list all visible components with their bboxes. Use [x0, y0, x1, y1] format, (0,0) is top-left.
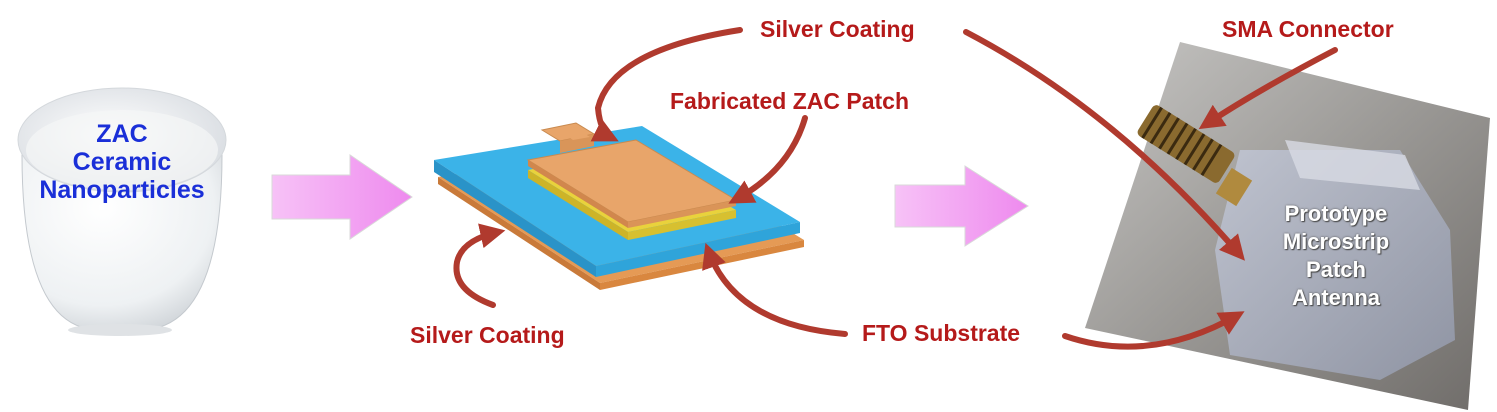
silver-coating-top-arrow: [590, 27, 743, 142]
prototype-line-4: Antenna: [1292, 285, 1380, 310]
fto-substrate-arrow: [702, 242, 848, 337]
nanoparticles-label: ZAC Ceramic Nanoparticles: [22, 120, 222, 204]
nanoparticles-line-1: ZAC: [96, 120, 148, 148]
nanoparticles-line-2: Ceramic: [72, 148, 172, 176]
silver-coating-to-antenna-arrow: [963, 29, 1245, 261]
silver-coating-top-label: Silver Coating: [760, 16, 915, 42]
prototype-line-3: Patch: [1306, 257, 1366, 282]
nanoparticles-line-3: Nanoparticles: [39, 176, 205, 204]
sma-connector-icon: [1137, 105, 1253, 207]
sma-connector-arrow: [1198, 47, 1338, 130]
fabricated-patch-label: Fabricated ZAC Patch: [670, 88, 909, 114]
fabricated-patch-arrow: [728, 115, 808, 204]
sma-connector-label: SMA Connector: [1222, 16, 1394, 42]
silver-coating-bottom-label: Silver Coating: [410, 322, 565, 348]
layered-patch-illustration: [434, 122, 804, 290]
process-arrow-2: [894, 165, 1029, 247]
process-arrow-1: [271, 154, 413, 240]
fto-to-antenna-arrow: [1062, 311, 1245, 350]
prototype-line-1: Prototype: [1284, 201, 1388, 226]
silver-coating-bottom-arrow: [453, 223, 506, 308]
fto-substrate-label: FTO Substrate: [862, 320, 1021, 346]
annotation-arrows: [453, 27, 1338, 350]
prototype-line-2: Microstrip: [1282, 229, 1390, 254]
prototype-antenna-label: Prototype Microstrip Patch Antenna: [1256, 200, 1416, 312]
bowl-illustration: [17, 87, 227, 336]
antenna-photo: [1085, 42, 1490, 410]
